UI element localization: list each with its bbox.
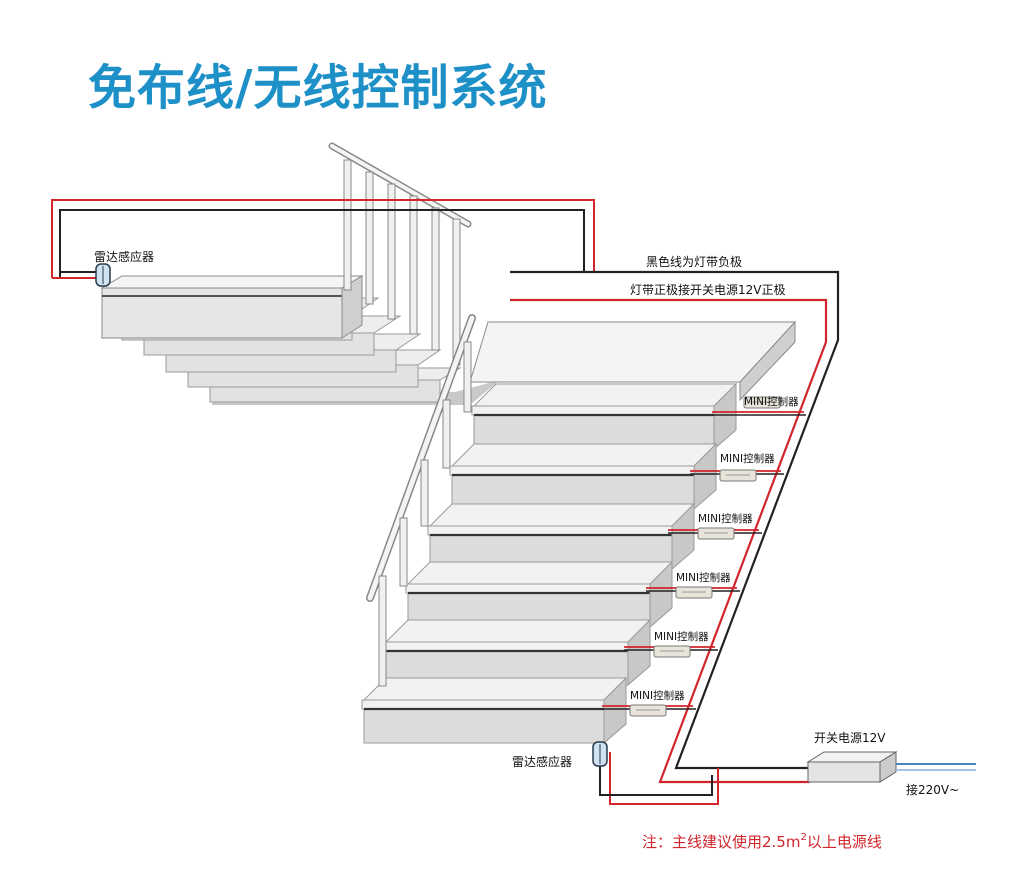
bottom-radar-wiring	[599, 752, 719, 805]
radar-sensor-top-label: 雷达感应器	[94, 249, 154, 264]
main-step	[427, 502, 696, 571]
mini-controller: MINI控制器	[668, 512, 762, 540]
mains-label: 接220V~	[906, 782, 959, 797]
page-title: 免布线/无线控制系统	[88, 60, 548, 116]
mini-controller-label: MINI控制器	[720, 452, 775, 465]
power-supply-label: 开关电源12V	[814, 731, 886, 745]
upper-top-step	[100, 275, 364, 339]
main-step	[471, 382, 738, 451]
red-wire-label: 灯带正极接开关电源12V正极	[630, 282, 785, 297]
mini-controller: MINI控制器	[712, 395, 806, 416]
top-radar-wiring	[51, 199, 595, 279]
main-step	[449, 442, 718, 511]
main-step	[405, 560, 674, 629]
upper-stair-flight	[100, 275, 500, 405]
black-wire-label: 黑色线为灯带负极	[646, 255, 742, 269]
main-step	[361, 676, 628, 745]
main-step	[383, 618, 652, 687]
radar-sensor-top	[95, 263, 111, 287]
controllers: MINI控制器 MINI控制器 MINI控制器 MINI控制器 MINI控制器 MINI控…	[602, 395, 806, 717]
mini-controller-label: MINI控制器	[630, 689, 685, 702]
lower-handrail	[366, 314, 476, 687]
wiring-note: 注：主线建议使用2.5m2以上电源线	[642, 832, 882, 851]
mini-controller: MINI控制器	[690, 452, 784, 482]
power-supply	[806, 751, 898, 783]
mini-controller: MINI控制器	[624, 630, 718, 658]
mini-controller-label: MINI控制器	[744, 395, 799, 408]
landing-platform	[469, 320, 797, 402]
mini-controller-label: MINI控制器	[654, 630, 709, 643]
mini-controller: MINI控制器	[646, 571, 740, 599]
mini-controller: MINI控制器	[602, 689, 696, 717]
mini-controller-label: MINI控制器	[698, 512, 753, 525]
radar-sensor-bottom	[592, 741, 608, 767]
main-stair-flight	[361, 382, 738, 745]
main-bus-wiring	[510, 270, 840, 784]
mains-input-wires	[896, 763, 976, 771]
mini-controller-label: MINI控制器	[676, 571, 731, 584]
radar-sensor-bottom-label: 雷达感应器	[512, 754, 572, 769]
